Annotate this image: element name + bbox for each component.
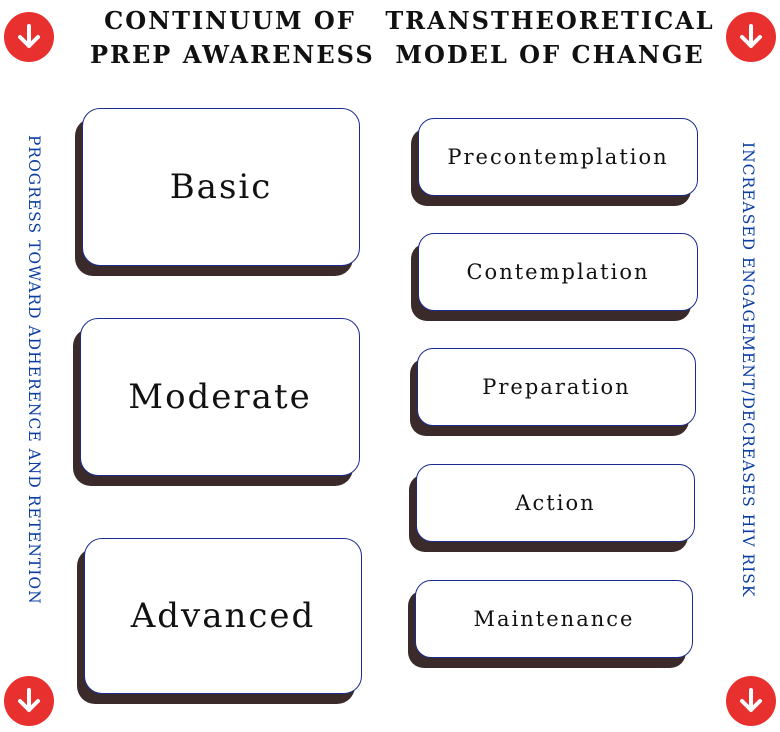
heading-line: PREP AWARENESS (90, 40, 375, 69)
heading-line: TRANSTHEORETICAL (385, 6, 715, 35)
stage-box-preparation: Preparation (417, 348, 696, 426)
level-box-advanced: Advanced (84, 538, 362, 694)
arrow-down-icon (18, 24, 40, 48)
stage-box-maintenance: Maintenance (415, 580, 693, 658)
arrow-down-icon (740, 688, 762, 712)
arrow-down-icon (18, 688, 40, 712)
side-label-engagement: INCREASED ENGAGEMENT/DECREASES HIV RISK (739, 142, 757, 598)
stage-box-precontemplation: Precontemplation (418, 118, 698, 196)
arrow-down-circle-icon (4, 676, 54, 726)
heading-prep-awareness: CONTINUUM OF PREP AWARENESS (90, 4, 375, 72)
stage-box-action: Action (416, 464, 695, 542)
heading-line: CONTINUUM OF (104, 6, 356, 35)
arrow-down-icon (740, 24, 762, 48)
stage-box-contemplation: Contemplation (418, 233, 698, 311)
heading-line: MODEL OF CHANGE (395, 40, 705, 69)
side-label-adherence: PROGRESS TOWARD ADHERENCE AND RETENTION (25, 135, 43, 605)
arrow-down-circle-icon (4, 12, 54, 62)
arrow-down-circle-icon (726, 676, 776, 726)
heading-transtheoretical-model: TRANSTHEORETICAL MODEL OF CHANGE (380, 4, 720, 72)
arrow-down-circle-icon (726, 12, 776, 62)
level-box-moderate: Moderate (80, 318, 360, 476)
level-box-basic: Basic (82, 108, 360, 266)
